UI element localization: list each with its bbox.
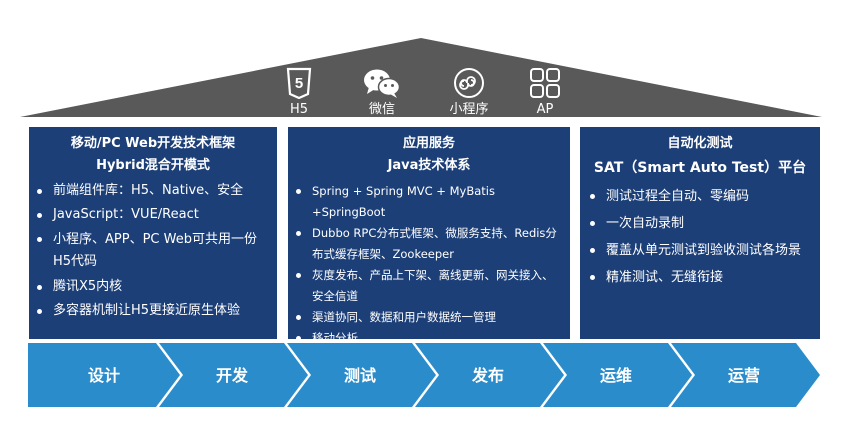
h5-badge-icon: 5 (286, 67, 312, 99)
panel-automated-testing: 自动化测试 SAT（Smart Auto Test）平台 测试过程全自动、零编码… (580, 127, 820, 339)
roof-icon-label: 小程序 (449, 102, 489, 117)
list-item: 一次自动录制 (590, 210, 810, 237)
panel-title: 移动/PC Web开发技术框架 (70, 136, 236, 151)
list-item: 精准测试、无缝衔接 (590, 264, 810, 291)
flow-step-chevron (159, 343, 308, 407)
flow-step-label: 发布 (471, 366, 504, 385)
roof-shape (20, 38, 822, 117)
list-item: 渠道协同、数据和用户数据统一管理 (296, 307, 562, 328)
wechat-icon (364, 69, 401, 98)
flow-step-label: 设计 (88, 366, 120, 385)
list-item: 移动分析 (296, 328, 562, 349)
flow-step-label: 开发 (216, 366, 249, 385)
panel-application-service: 应用服务 Java技术体系 Spring + Spring MVC + MyBa… (288, 127, 570, 345)
roof-icon-label: 微信 (368, 102, 395, 117)
flow-step-chevron (543, 343, 692, 407)
flow-step-label: 运维 (600, 366, 632, 385)
list-item: JavaScript：VUE/React (37, 203, 269, 227)
list-item: 腾讯X5内核 (37, 275, 269, 299)
panel-title: 应用服务 (402, 136, 455, 151)
roof-icon-wechat: 微信 (347, 66, 417, 118)
roof-icon-label: H5 (289, 102, 309, 117)
list-item: 覆盖从单元测试到验收测试各场景 (590, 237, 810, 264)
list-item: 测试过程全自动、零编码 (590, 183, 810, 210)
roof (20, 38, 822, 117)
panel-list: 测试过程全自动、零编码 一次自动录制 覆盖从单元测试到验收测试各场景 精准测试、… (590, 183, 810, 291)
flow-step-chevron (671, 343, 820, 407)
flow-step-chevron (415, 343, 564, 407)
flow-step-label: 运营 (728, 366, 760, 385)
list-item: 小程序、APP、PC Web可共用一份H5代码 (37, 227, 269, 275)
roof-icon-app: AP (510, 66, 580, 118)
app-grid-icon (530, 68, 560, 98)
flow-step-chevron (28, 343, 180, 407)
roof-icon-h5: 5 H5 (264, 66, 334, 118)
roof-icon-mini-program: 小程序 (434, 66, 504, 118)
panel-title: 自动化测试 (667, 136, 733, 151)
panel-subtitle: Java技术体系 (387, 158, 471, 173)
list-item: 灰度发布、产品上下架、离线更新、网关接入、安全信道 (296, 265, 562, 307)
flow-step-chevron (287, 343, 436, 407)
panel-mobile-web-framework: 移动/PC Web开发技术框架 Hybrid混合开模式 前端组件库：H5、Nat… (29, 127, 277, 339)
panel-subtitle: Hybrid混合开模式 (96, 158, 210, 173)
panel-subtitle: SAT（Smart Auto Test）平台 (593, 160, 807, 176)
mini-program-icon (454, 68, 484, 98)
roof-icon-label: AP (536, 102, 554, 117)
panel-list: Spring + Spring MVC + MyBatis +SpringBoo… (296, 181, 562, 349)
list-item: 前端组件库：H5、Native、安全 (37, 179, 269, 203)
list-item: Dubbo RPC分布式框架、微服务支持、Redis分布式缓存框架、Zookee… (296, 223, 562, 265)
h5-badge-glyph: 5 (295, 75, 303, 92)
panel-list: 前端组件库：H5、Native、安全 JavaScript：VUE/React … (37, 179, 269, 323)
flow-step-label: 测试 (344, 366, 376, 385)
list-item: 多容器机制让H5更接近原生体验 (37, 299, 269, 323)
process-flow: 设计 开发 测试 发布 运维 运营 (28, 343, 820, 407)
list-item: Spring + Spring MVC + MyBatis +SpringBoo… (296, 181, 562, 223)
